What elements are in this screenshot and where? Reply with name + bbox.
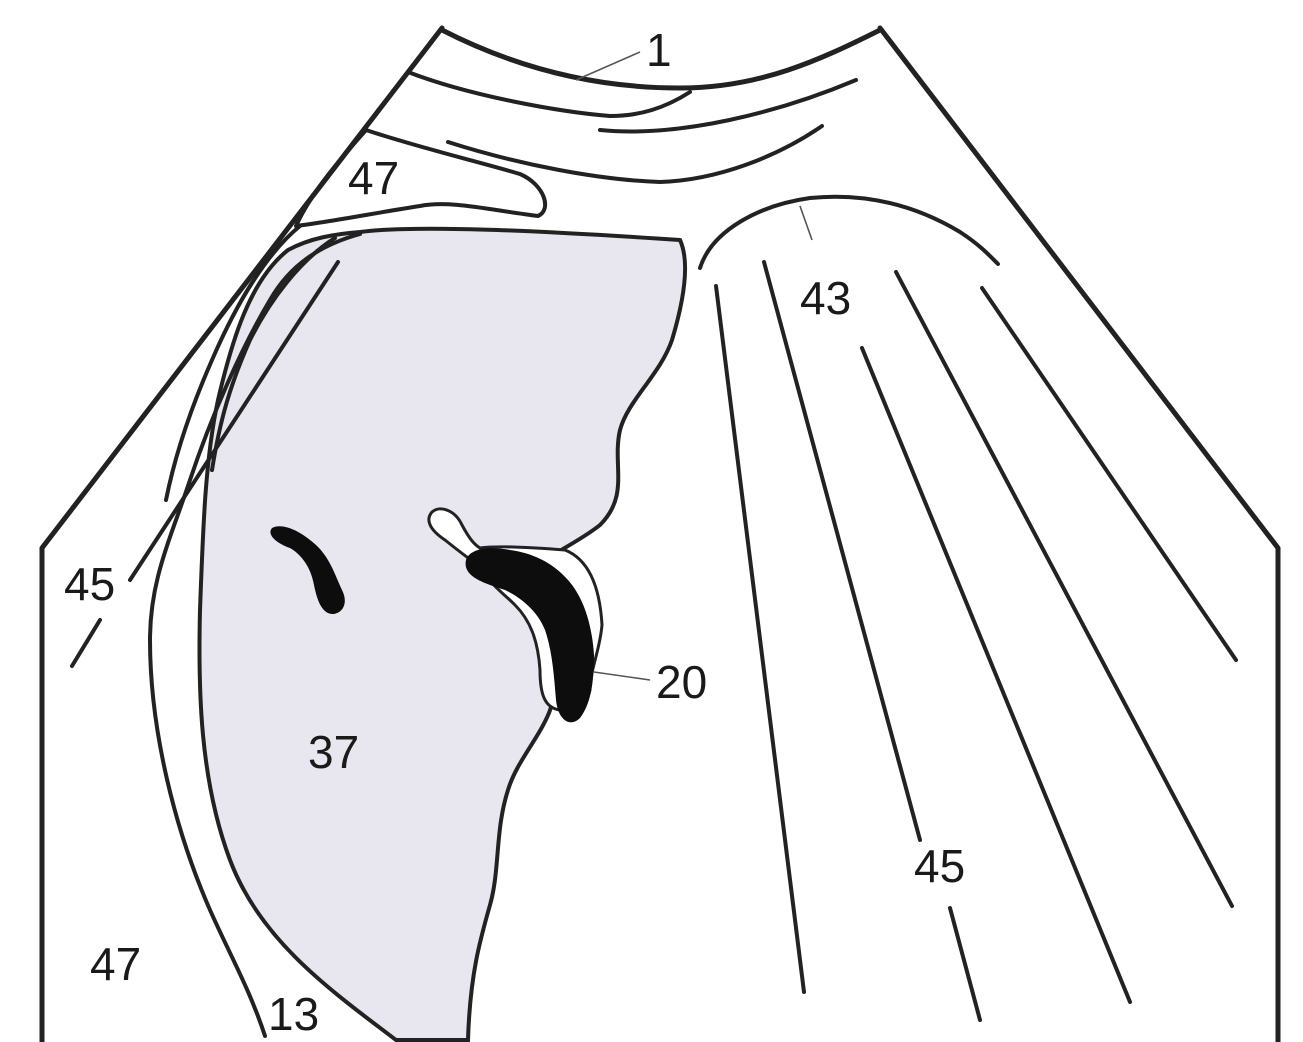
diverging-line-2b bbox=[950, 908, 980, 1020]
label-1: 1 bbox=[646, 24, 672, 76]
leader-20 bbox=[594, 672, 650, 680]
diverging-line-5 bbox=[982, 288, 1236, 660]
label-45-left: 45 bbox=[64, 558, 115, 610]
region-37 bbox=[199, 229, 685, 1040]
label-47-bottom: 47 bbox=[90, 938, 141, 990]
label-20: 20 bbox=[656, 656, 707, 708]
leader-1 bbox=[576, 52, 640, 80]
label-43: 43 bbox=[800, 272, 851, 324]
diverging-line-4 bbox=[896, 272, 1232, 906]
label-47-top: 47 bbox=[348, 152, 399, 204]
leader-43 bbox=[800, 206, 812, 240]
diverging-line-1 bbox=[716, 286, 804, 992]
label-45-right: 45 bbox=[914, 840, 965, 892]
left-diagonal-line-short bbox=[72, 620, 100, 666]
region-47-top bbox=[296, 130, 545, 226]
top-arc-2 bbox=[408, 72, 690, 116]
label-13: 13 bbox=[268, 988, 319, 1040]
arc-43 bbox=[700, 197, 998, 268]
label-37: 37 bbox=[308, 726, 359, 778]
top-arc-4 bbox=[448, 126, 822, 182]
diverging-line-2 bbox=[764, 262, 920, 840]
